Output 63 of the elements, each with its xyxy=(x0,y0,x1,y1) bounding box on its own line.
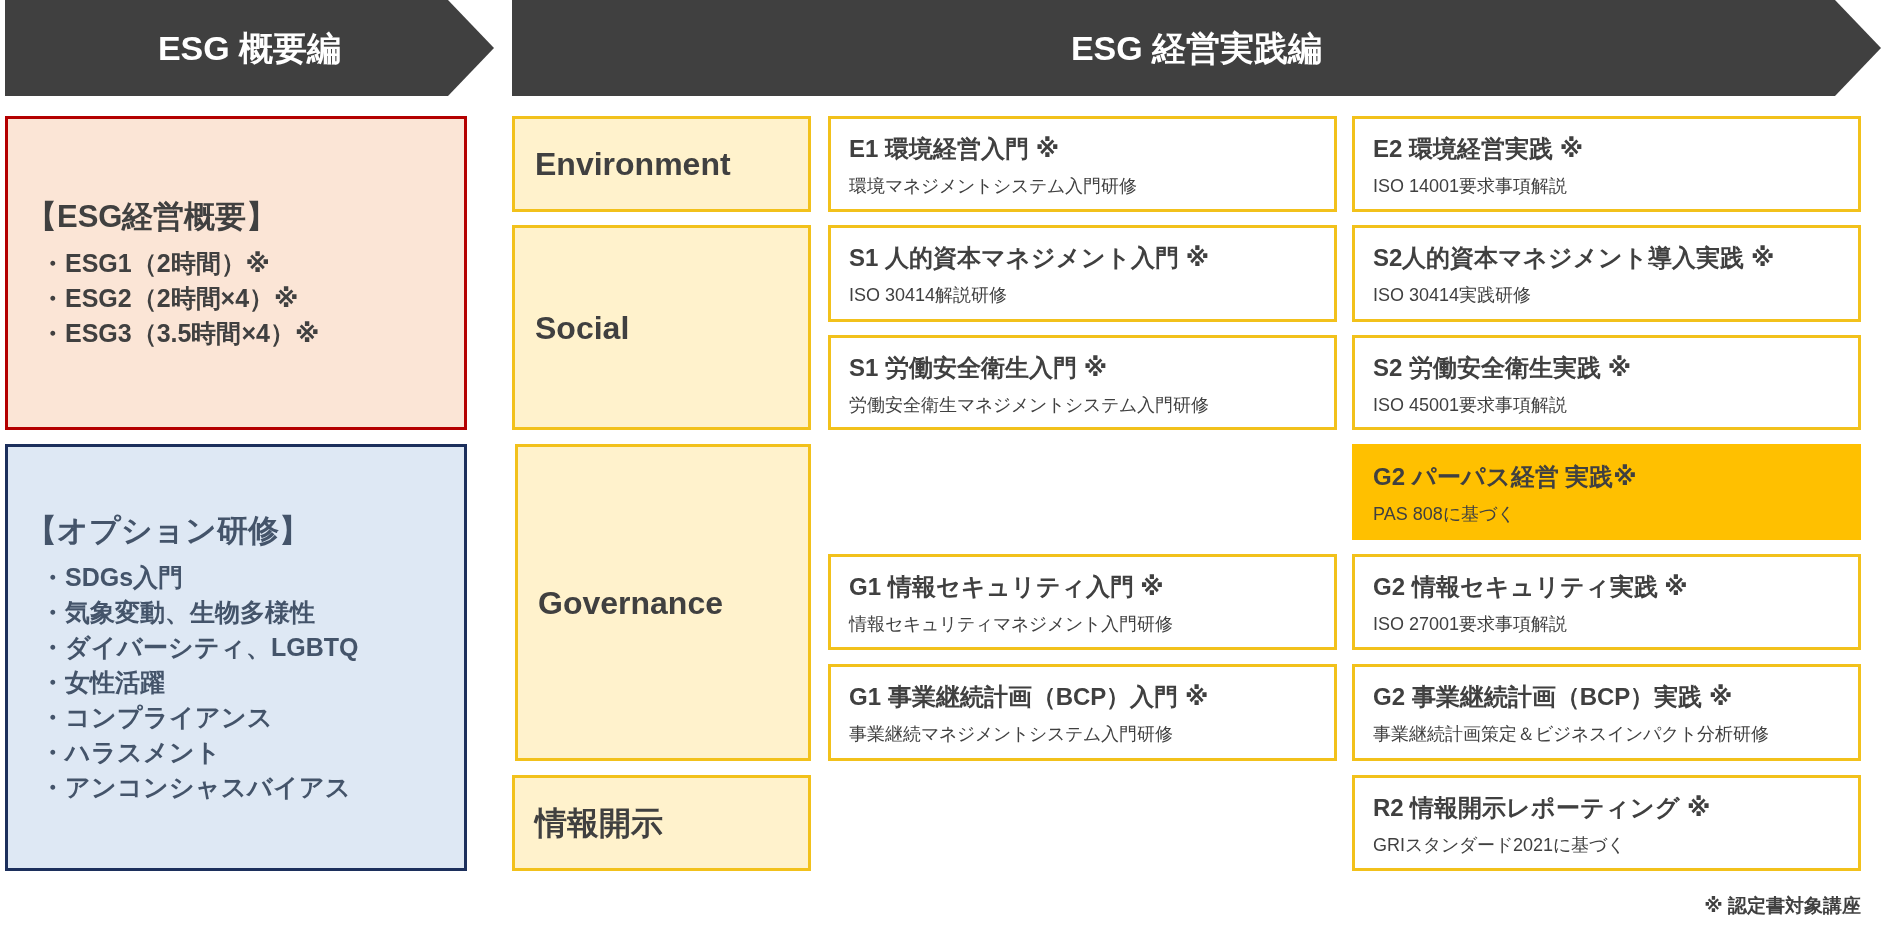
course-description: 労働安全衛生マネジメントシステム入門研修 xyxy=(849,394,1209,417)
course-box xyxy=(828,116,1337,212)
list-item: ・ハラスメント xyxy=(40,737,221,768)
list-panel xyxy=(5,116,467,430)
category-box xyxy=(512,225,811,430)
chevron-banner xyxy=(512,0,1881,96)
course-title: S1 人的資本マネジメント入門 ※ xyxy=(849,243,1210,273)
course-box xyxy=(1352,116,1861,212)
list-item: ・ESG1（2時間）※ xyxy=(40,247,270,279)
course-description: 情報セキュリティマネジメント入門研修 xyxy=(849,613,1173,636)
list-item: ・ESG2（2時間×4）※ xyxy=(40,282,299,314)
course-description: 環境マネジメントシステム入門研修 xyxy=(849,175,1137,198)
panel-heading: 【ESG経営概要】 xyxy=(26,197,278,236)
course-title: G2 事業継続計画（BCP）実践 ※ xyxy=(1373,682,1733,712)
course-title: R2 情報開示レポーティング ※ xyxy=(1373,793,1711,823)
course-box xyxy=(1352,225,1861,322)
course-box xyxy=(1352,335,1861,430)
course-box xyxy=(1352,775,1861,871)
category-box xyxy=(512,775,811,871)
course-title: S2人的資本マネジメント導入実践 ※ xyxy=(1373,243,1775,273)
list-item: ・女性活躍 xyxy=(40,667,165,698)
list-item: ・ダイバーシティ、LGBTQ xyxy=(40,632,359,663)
course-box xyxy=(828,554,1337,650)
course-description: ISO 30414実践研修 xyxy=(1373,284,1532,307)
course-title: S1 労働安全衛生入門 ※ xyxy=(849,353,1108,383)
course-description: GRIスタンダード2021に基づく xyxy=(1373,834,1626,857)
course-description: ISO 45001要求事項解説 xyxy=(1373,394,1568,417)
course-title: G1 情報セキュリティ入門 ※ xyxy=(849,572,1164,602)
banner-title: ESG 経営実践編 xyxy=(1070,28,1323,69)
category-label: Governance xyxy=(538,583,723,623)
course-box xyxy=(1352,554,1861,650)
course-description: PAS 808に基づく xyxy=(1373,503,1515,526)
list-item: ・気象変動、生物多様性 xyxy=(40,597,315,628)
course-title: E2 環境経営実践 ※ xyxy=(1373,134,1584,164)
course-box xyxy=(828,225,1337,322)
category-label: Environment xyxy=(535,145,731,184)
list-item: ・コンプライアンス xyxy=(40,702,273,733)
list-item: ・アンコンシャスバイアス xyxy=(40,772,351,803)
list-item: ・SDGs入門 xyxy=(40,562,184,593)
course-description: 事業継続計画策定＆ビジネスインパクト分析研修 xyxy=(1373,723,1769,746)
course-title: G2 パーパス経営 実践※ xyxy=(1373,462,1637,492)
list-panel xyxy=(5,444,467,871)
course-title: E1 環境経営入門 ※ xyxy=(849,134,1060,164)
category-box xyxy=(512,116,811,212)
panel-heading: 【オプション研修】 xyxy=(26,512,310,550)
course-description: ISO 30414解説研修 xyxy=(849,284,1008,307)
course-box xyxy=(1352,664,1861,761)
course-description: 事業継続マネジメントシステム入門研修 xyxy=(849,723,1173,746)
course-description: ISO 14001要求事項解説 xyxy=(1373,175,1568,198)
course-box xyxy=(828,664,1337,761)
list-item: ・ESG3（3.5時間×4）※ xyxy=(40,317,320,349)
footnote: ※ 認定書対象講座 xyxy=(1704,894,1861,918)
course-title: G1 事業継続計画（BCP）入門 ※ xyxy=(849,682,1209,712)
course-title: S2 労働安全衛生実践 ※ xyxy=(1373,353,1632,383)
category-box xyxy=(515,444,811,761)
chevron-banner xyxy=(5,0,494,96)
course-description: ISO 27001要求事項解説 xyxy=(1373,613,1568,636)
highlighted-course-box xyxy=(1352,444,1861,540)
banner-title: ESG 概要編 xyxy=(157,28,342,69)
category-label: Social xyxy=(535,308,630,348)
category-label: 情報開示 xyxy=(535,804,663,843)
course-box xyxy=(828,335,1337,430)
course-title: G2 情報セキュリティ実践 ※ xyxy=(1373,572,1688,602)
